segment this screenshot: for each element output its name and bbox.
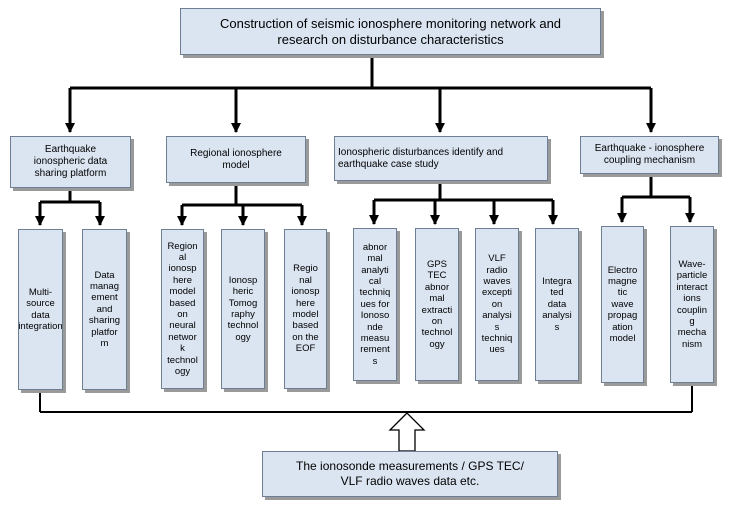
- leaf-label: Wave- particle interact ions couplin g m…: [676, 258, 708, 350]
- top-title-box: Construction of seismic ionosphere monit…: [180, 8, 601, 55]
- leaf-box-tomography: Ionosp heric Tomog raphy technol ogy: [221, 229, 265, 389]
- branch-label: Earthquake ionospheric data sharing plat…: [33, 144, 108, 179]
- branch-box-disturbance-study: Ionospheric disturbances identify and ea…: [334, 136, 548, 181]
- leaf-label: Ionosp heric Tomog raphy technol ogy: [227, 274, 259, 343]
- leaf-box-wave-particle-coupling: Wave- particle interact ions couplin g m…: [670, 226, 714, 383]
- branch-box-coupling-mechanism: Earthquake - ionosphere coupling mechani…: [580, 136, 719, 174]
- leaf-label: Region al ionosp here model based on neu…: [167, 240, 198, 378]
- leaf-label: Electro magne tic wave propag ation mode…: [607, 264, 638, 345]
- leaf-label: GPS TEC abnor mal extracti on technol og…: [421, 258, 453, 350]
- branch-box-regional-model: Regional ionosphere model: [166, 136, 306, 183]
- top-title-text: Construction of seismic ionosphere monit…: [219, 15, 562, 47]
- branch-label: Ionospheric disturbances identify and ea…: [338, 146, 504, 170]
- leaf-box-vlf-analysis: VLF radio waves excepti on analysi s tec…: [475, 228, 519, 381]
- data-source-text: The ionosonde measurements / GPS TEC/ VL…: [296, 459, 524, 488]
- leaf-label: VLF radio waves excepti on analysi s tec…: [481, 253, 513, 356]
- leaf-label: Regio nal ionosp here model based on the…: [291, 263, 320, 355]
- leaf-box-multi-source-integration: Multi- source data integration: [18, 229, 63, 390]
- branch-label: Earthquake - ionosphere coupling mechani…: [594, 143, 705, 166]
- branch-label: Regional ionosphere model: [190, 147, 282, 171]
- branch-box-data-sharing: Earthquake ionospheric data sharing plat…: [10, 136, 131, 188]
- leaf-box-gps-tec-extraction: GPS TEC abnor mal extracti on technol og…: [415, 228, 459, 381]
- hollow-up-arrow: [388, 412, 426, 452]
- leaf-box-ionosonde-analysis: abnor mal analyti cal techniq ues for Io…: [353, 228, 397, 381]
- leaf-box-em-wave-model: Electro magne tic wave propag ation mode…: [601, 226, 644, 383]
- leaf-box-integrated-analysis: Integra ted data analysi s: [535, 228, 579, 381]
- data-source-box: The ionosonde measurements / GPS TEC/ VL…: [262, 451, 558, 497]
- leaf-box-data-management: Data manag ement and sharing platfor m: [82, 229, 127, 390]
- leaf-box-neural-network-model: Region al ionosp here model based on neu…: [161, 229, 204, 389]
- leaf-box-eof-model: Regio nal ionosp here model based on the…: [284, 229, 327, 389]
- leaf-label: abnor mal analyti cal techniq ues for Io…: [359, 241, 391, 367]
- leaf-label: Multi- source data integration: [18, 286, 63, 332]
- leaf-label: Integra ted data analysi s: [542, 275, 572, 333]
- leaf-label: Data manag ement and sharing platfor m: [88, 269, 121, 350]
